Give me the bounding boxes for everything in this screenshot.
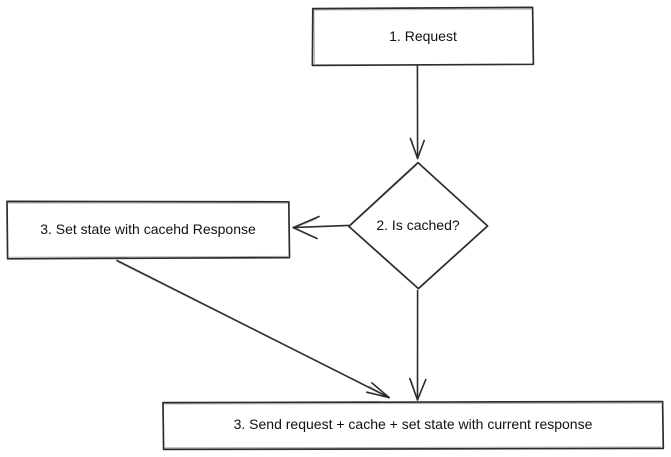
is-cached-diamond-sketch-overlay [350,164,486,287]
is-cached-diamond [347,161,489,290]
send-request-box [162,400,665,451]
set-state-cached-box [6,200,291,260]
edge-set-state-to-send-request [116,259,390,399]
send-request-box-sketch-overlay [164,402,662,449]
edge-is-cached-to-set-state [292,215,350,240]
request-box-sketch-overlay [313,8,532,65]
set-state-cached-box-sketch-overlay [8,202,289,258]
edge-is-cached-to-send-request [409,289,427,401]
request-box [311,6,535,67]
edge-request-to-is-cached [409,65,425,160]
